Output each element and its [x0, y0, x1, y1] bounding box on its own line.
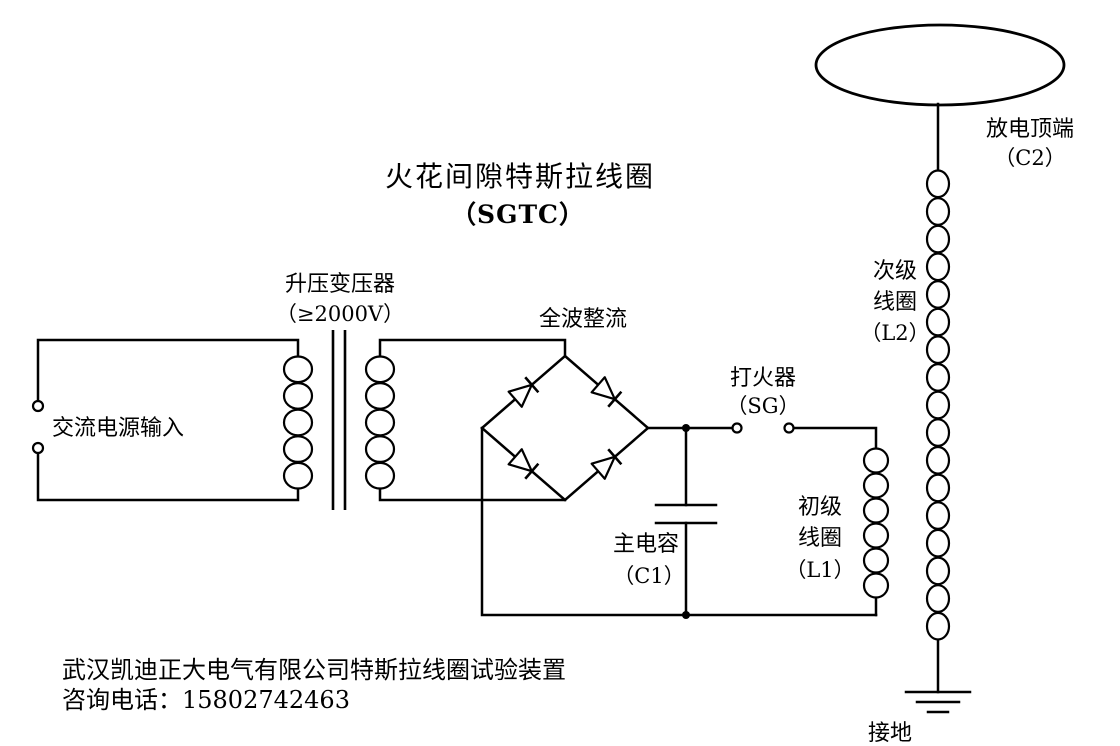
spark-gap-electrode-left	[731, 422, 743, 434]
coil-loop	[925, 224, 951, 254]
wire-ac-bottom	[36, 451, 300, 502]
coil-loop	[282, 435, 314, 464]
coil-loop	[925, 556, 951, 586]
label-capacitor-name: 主电容	[613, 532, 679, 557]
junction-dot-cap-bottom	[682, 611, 690, 619]
coil-loop	[364, 461, 396, 490]
coil-loop	[282, 408, 314, 437]
label-rectifier: 全波整流	[539, 307, 627, 332]
coil-loop	[925, 307, 951, 337]
transformer-core	[331, 330, 347, 510]
coil-loop	[862, 447, 890, 474]
ac-terminal-bottom	[31, 441, 45, 455]
rectifier-bridge-frame	[480, 354, 650, 502]
coil-loop	[862, 522, 890, 549]
label-transformer-name: 升压变压器	[285, 272, 395, 297]
footer-phone-text: 咨询电话：15802742463	[62, 686, 350, 714]
coil-loop	[364, 408, 396, 437]
coil-loop	[862, 472, 890, 499]
coil-loop	[925, 363, 951, 392]
junction-dot-cap-top	[682, 424, 690, 432]
coil-loop	[925, 584, 951, 613]
coil-loop	[862, 572, 890, 599]
wire-ac-top	[36, 338, 300, 403]
wire-secondary-top	[378, 338, 567, 358]
coil-loop	[925, 418, 951, 448]
coil-loop	[925, 445, 951, 475]
label-secondary-coil-ref: （L2）	[860, 321, 929, 345]
coil-loop	[925, 473, 951, 503]
coil-loop	[364, 355, 396, 384]
label-spark-gap-ref: （SG）	[726, 394, 799, 418]
ac-terminal-top	[31, 399, 45, 413]
toroid-top-terminal	[814, 23, 1066, 107]
coil-loop	[925, 390, 951, 420]
label-transformer-spec: （≥2000V）	[276, 302, 404, 326]
coil-loop	[282, 355, 314, 384]
coil-loop	[925, 169, 951, 199]
coil-loop	[925, 611, 951, 641]
coil-loop	[925, 528, 951, 558]
coil-loop	[282, 461, 314, 490]
page-title: 火花间隙特斯拉线圈	[385, 160, 655, 193]
label-primary-coil-ref: （L1）	[785, 558, 854, 582]
footer-company-text: 武汉凯迪正大电气有限公司特斯拉线圈试验装置	[62, 656, 566, 684]
rectifier-diodes	[507, 375, 623, 481]
coil-loop	[925, 501, 951, 530]
coil-loop	[862, 547, 890, 574]
label-top-terminal-name: 放电顶端	[986, 117, 1074, 142]
label-primary-coil-line1: 初级	[798, 495, 842, 520]
ground-symbol	[904, 690, 972, 714]
coil-loop	[925, 280, 951, 309]
spark-gap-electrode-right	[783, 422, 795, 434]
label-ac-input: 交流电源输入	[52, 416, 184, 441]
wire-secondary-bottom	[378, 487, 567, 502]
coil-loop	[925, 335, 951, 365]
footer-watermark: 武汉凯迪正大电气有限公司特斯拉线圈试验装置 咨询电话：15802742463	[62, 656, 566, 714]
label-top-terminal-ref: （C2）	[994, 146, 1065, 170]
wire-sparkgap-to-l1	[792, 426, 878, 450]
label-ground: 接地	[868, 721, 912, 746]
coil-loop	[862, 497, 890, 524]
coil-loop	[364, 435, 396, 464]
diagram-labels: 火花间隙特斯拉线圈 （SGTC） 交流电源输入 升压变压器 （≥2000V） 全…	[52, 117, 1074, 746]
label-spark-gap-name: 打火器	[730, 366, 796, 391]
label-secondary-coil-line1: 次级	[873, 259, 917, 284]
terminals	[31, 399, 795, 619]
wire-bottom-rail	[480, 426, 878, 617]
label-secondary-coil-line2: 线圈	[873, 290, 917, 315]
page-subtitle: （SGTC）	[451, 200, 585, 229]
wiring	[36, 23, 1066, 714]
coil-loop	[282, 382, 314, 410]
coil-windings	[282, 169, 951, 641]
coil-loop	[925, 197, 951, 226]
coil-loop	[364, 382, 396, 410]
coil-loop	[925, 252, 951, 282]
label-capacitor-ref: （C1）	[613, 564, 684, 588]
label-primary-coil-line2: 线圈	[798, 526, 842, 551]
